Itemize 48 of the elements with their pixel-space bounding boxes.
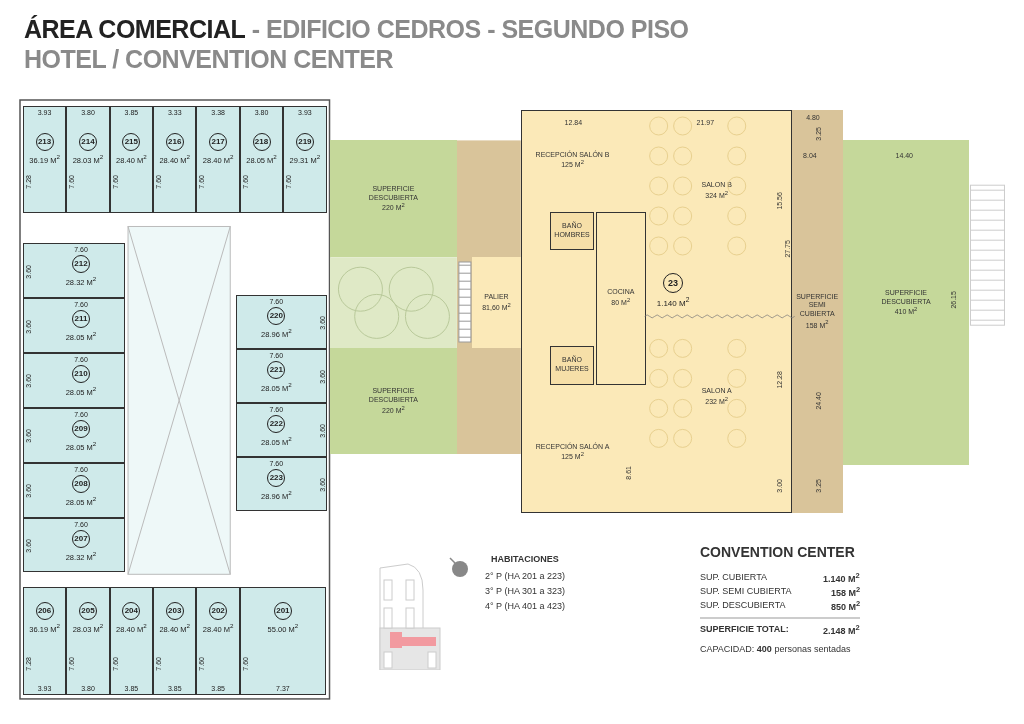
hotel-room xyxy=(22,462,126,518)
info-text: 2.148 M$^{2}$ xyxy=(823,623,860,637)
section-heading: CONVENTION CENTER xyxy=(700,544,855,560)
section-heading: HABITACIONES xyxy=(491,555,559,565)
floor-area xyxy=(330,348,457,454)
hotel-room xyxy=(153,587,197,696)
info-text: 158 M$^{2}$ xyxy=(831,585,861,599)
floor-area xyxy=(842,140,970,466)
info-text: 1.140 M$^{2}$ xyxy=(823,571,860,585)
hotel-room xyxy=(236,349,327,404)
hotel-room xyxy=(22,407,126,463)
info-text: 3° P (HA 301 a 323) xyxy=(485,587,565,597)
info-text: 2° P (HA 201 a 223) xyxy=(485,572,565,582)
info-text: 850 M$^{2}$ xyxy=(831,599,861,613)
floor-area xyxy=(595,211,646,385)
floor-area xyxy=(791,110,843,514)
floor-area xyxy=(330,140,457,258)
hotel-room xyxy=(109,587,154,696)
hotel-room xyxy=(239,587,326,696)
info-text: SUP. CUBIERTA xyxy=(700,573,768,583)
hotel-room xyxy=(22,517,126,573)
info-text: SUPERFICIE TOTAL: xyxy=(700,625,789,635)
hotel-room xyxy=(236,403,327,458)
hotel-room xyxy=(22,298,126,353)
hotel-room xyxy=(109,105,154,214)
hotel-room xyxy=(66,105,110,214)
info-text: 4° P (HA 401 a 423) xyxy=(485,602,565,612)
hotel-room xyxy=(153,105,197,214)
area-label: 1.140 M$^{2}$ xyxy=(655,296,691,309)
hotel-room xyxy=(283,105,327,214)
hotel-room xyxy=(239,105,284,214)
hotel-room xyxy=(22,587,67,696)
info-text: CAPACIDAD: 400 personas sentadas xyxy=(700,645,851,655)
floor-area xyxy=(472,257,521,349)
floor-area xyxy=(550,346,594,385)
info-text: SUP. DESCUBIERTA xyxy=(700,601,786,611)
hotel-room xyxy=(22,105,67,214)
hotel-room xyxy=(22,243,126,299)
convention-hall xyxy=(520,110,792,514)
hotel-room xyxy=(236,457,327,512)
floor-area xyxy=(550,211,594,251)
hotel-room xyxy=(66,587,110,696)
hotel-room xyxy=(196,105,240,214)
page-title: ÁREA COMERCIAL - EDIFICIO CEDROS - SEGUNDO PISO HOTEL / CONVENTION CENTER xyxy=(24,14,690,74)
hotel-room xyxy=(22,352,126,408)
info-text: SUP. SEMI CUBIERTA xyxy=(700,587,792,597)
hotel-room xyxy=(196,587,240,696)
hotel-room xyxy=(236,295,327,350)
